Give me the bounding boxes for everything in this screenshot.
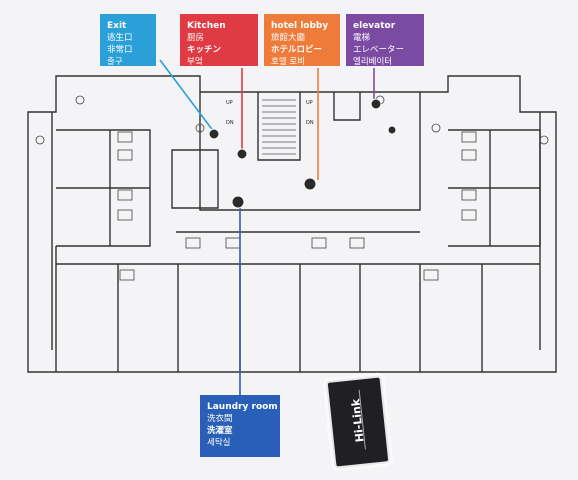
callout-title: Kitchen — [187, 21, 226, 31]
kitchen-callout: Kitchen 厨房 キッチン 부엌 — [180, 14, 258, 67]
stair-label: UP — [226, 100, 233, 106]
callout-title: elevator — [353, 21, 396, 31]
stair-label: DN — [306, 120, 314, 126]
callout-line: 旅館大廳 — [271, 33, 306, 43]
hi-link-module-photo: Hi-Link — [325, 375, 391, 469]
callout-line: 逃生口 — [107, 33, 133, 43]
callout-line: 호텔 로비 — [271, 57, 305, 67]
callout-line: 電梯 — [353, 33, 371, 43]
callout-line: 厨房 — [187, 33, 205, 43]
kitchen-room — [171, 149, 219, 209]
callout-line: 엘리베이터 — [353, 57, 393, 67]
elevator-marker — [370, 98, 382, 110]
callout-title: Laundry room — [207, 402, 278, 412]
exit-callout: Exit 逃生口 非常口 출구 — [100, 14, 156, 67]
callout-line: ホテルロビー — [271, 45, 323, 55]
callout-line: 洗衣間 — [207, 414, 233, 424]
outer-wall — [27, 75, 557, 373]
callout-line: 출구 — [107, 57, 123, 67]
exit-leader-line — [159, 59, 215, 133]
stair-label: DN — [226, 120, 234, 126]
laundry-marker — [231, 195, 245, 209]
hotel-lobby-callout: hotel lobby 旅館大廳 ホテルロビー 호텔 로비 — [264, 14, 340, 67]
stair-label: UP — [306, 100, 313, 106]
kitchen-marker — [236, 148, 248, 160]
callout-line: 세탁실 — [207, 438, 231, 448]
callout-line: 洗濯室 — [207, 426, 233, 436]
core-outline — [199, 92, 421, 211]
callout-line: エレベーター — [353, 45, 405, 55]
elevator-shaft — [333, 92, 361, 121]
callout-title: Exit — [107, 21, 127, 31]
stair-block — [257, 92, 301, 161]
elevator-callout: elevator 電梯 エレベーター 엘리베이터 — [346, 14, 424, 67]
callout-title: hotel lobby — [271, 21, 329, 31]
lower-room-walls — [55, 246, 483, 372]
lobby-marker — [303, 177, 317, 191]
exit-marker — [208, 128, 220, 140]
callout-line: 부엌 — [187, 57, 203, 67]
laundry-room-callout: Laundry room 洗衣間 洗濯室 세탁실 — [200, 395, 280, 457]
marker — [387, 125, 397, 135]
callout-line: 非常口 — [107, 45, 133, 55]
callout-line: キッチン — [187, 45, 222, 55]
